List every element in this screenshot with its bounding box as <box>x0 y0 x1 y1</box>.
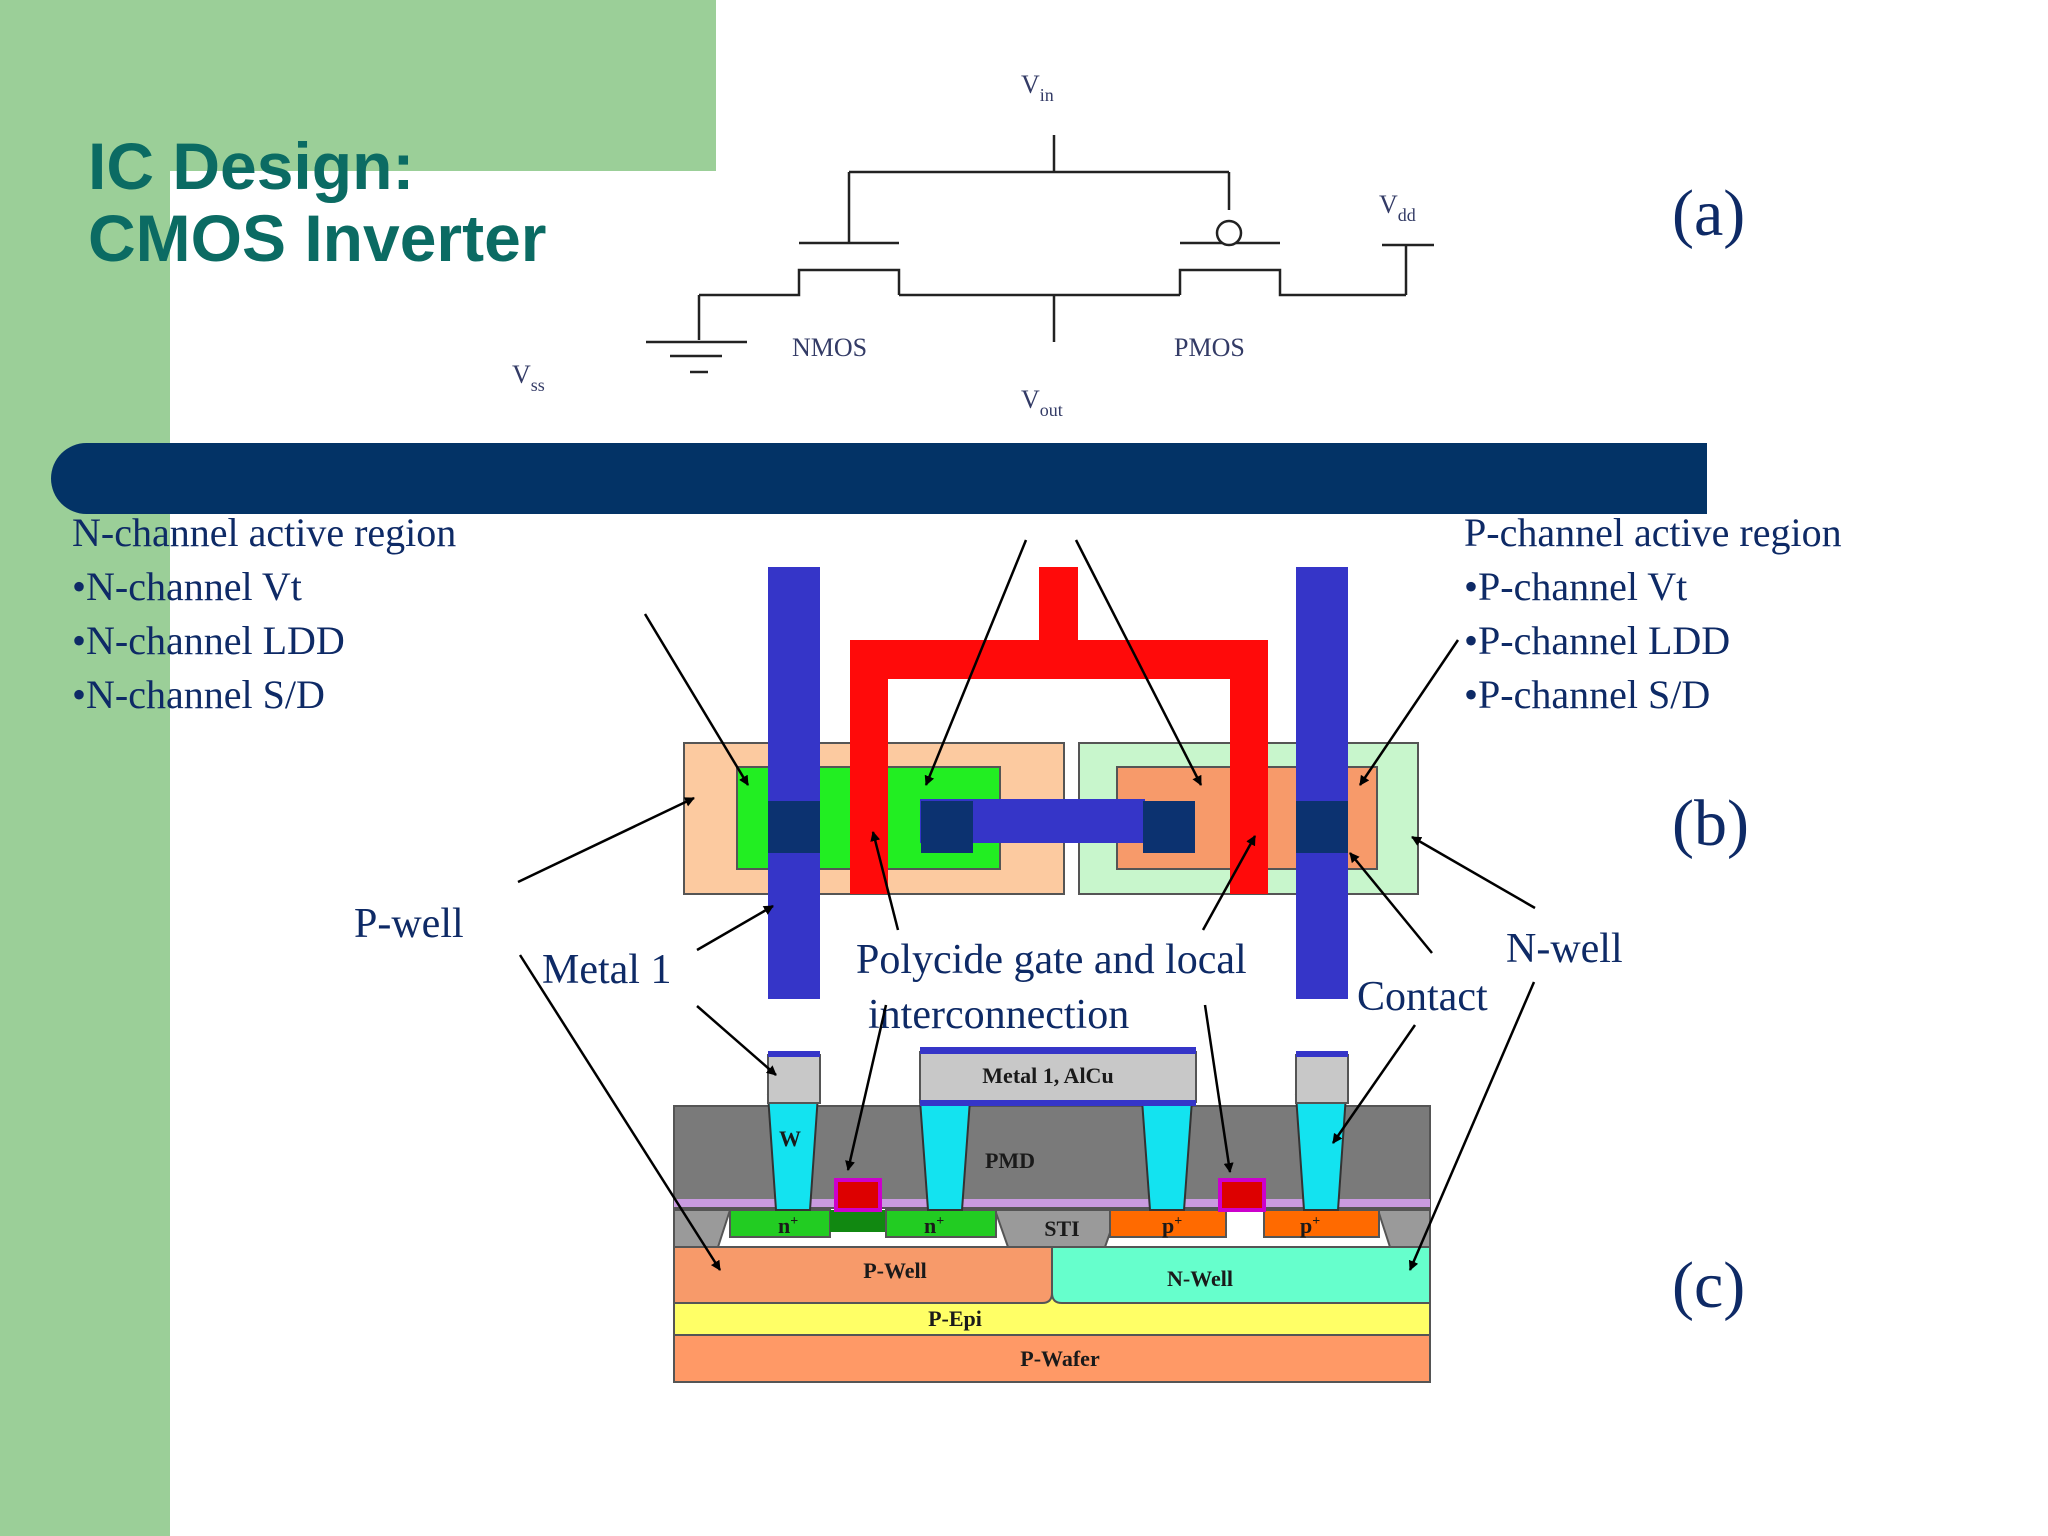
arrow-p-active <box>1358 639 1460 786</box>
p-wafer-label: P-Wafer <box>1020 1346 1100 1371</box>
arrow-poly-to-p <box>1074 539 1203 786</box>
p-plus-right-label: p+ <box>1300 1213 1320 1238</box>
vss-label: Vss <box>512 360 545 395</box>
ground-lines <box>646 340 747 374</box>
arrow-n-active <box>643 613 750 786</box>
mid-wire <box>899 293 1180 342</box>
n-well-label: N-well <box>1506 926 1623 972</box>
p-well-label: P-well <box>354 901 464 947</box>
arrow-poly-c <box>845 1004 888 1171</box>
metal1-alcu-label: Metal 1, AlCu <box>982 1063 1113 1088</box>
nmos-label: NMOS <box>792 333 867 362</box>
page-title: IC Design: CMOS Inverter <box>88 130 546 274</box>
metal1-pad-left <box>767 1054 821 1104</box>
polycide-label-line-2: interconnection <box>868 992 1129 1038</box>
tungsten-label: W <box>779 1126 801 1151</box>
vdd-wire <box>1382 243 1434 295</box>
metal1-vss-line <box>768 567 820 999</box>
arrow-poly-b2 <box>1201 835 1257 931</box>
arrow-p-well-b <box>517 796 695 884</box>
vin-wire <box>847 135 1231 243</box>
title-line-1: IC Design: <box>88 129 415 203</box>
metal1-label: Metal 1 <box>542 947 671 993</box>
title-line-2: CMOS Inverter <box>88 201 547 275</box>
polycide-gate <box>850 567 1268 894</box>
n-channel-heading: N-channel active region <box>72 510 457 555</box>
n-plus-left-label: n+ <box>778 1213 798 1238</box>
p-plus-left <box>1109 1209 1227 1238</box>
vdd-label: Vdd <box>1379 190 1416 225</box>
n-plus-left <box>729 1209 831 1238</box>
tungsten-plug-4 <box>1294 1094 1348 1211</box>
tungsten-plug-3 <box>1140 1099 1194 1211</box>
metal1-bar-center-cap <box>920 1047 1196 1054</box>
nmos-gate-xs <box>834 1178 882 1212</box>
metal1-bar-center <box>919 1051 1197 1103</box>
metal1-bar-center-base <box>920 1100 1196 1106</box>
arrow-metal1-b <box>696 904 774 952</box>
n-channel <box>830 1210 886 1232</box>
metal1-vdd-line <box>1296 567 1348 999</box>
liner-layer <box>674 1199 1430 1207</box>
arrow-poly-to-n <box>924 539 1028 786</box>
layout-view <box>683 567 1419 999</box>
metal1-pad-right-cap <box>1296 1051 1348 1057</box>
arrow-n-well-b <box>1411 835 1536 910</box>
metal1-pad-right <box>1295 1054 1349 1104</box>
vout-label: Vout <box>1021 385 1063 420</box>
p-channel-item: P-channel LDD <box>1464 614 1842 668</box>
arrow-contact-c <box>1331 1024 1417 1144</box>
arrow-metal1-c <box>696 1005 777 1076</box>
arrow-n-well-c <box>1408 981 1536 1271</box>
contact-1 <box>768 801 820 853</box>
pmd-label: PMD <box>985 1148 1035 1173</box>
p-plus-right <box>1263 1209 1380 1238</box>
arrow-contact-b <box>1349 852 1433 954</box>
n-well-xs-label: N-Well <box>1167 1266 1233 1291</box>
arrow-poly-c2 <box>1203 1004 1234 1173</box>
p-epi-label: P-Epi <box>928 1306 982 1331</box>
n-channel-item: N-channel Vt <box>72 560 456 614</box>
n-plus-right-label: n+ <box>924 1213 944 1238</box>
n-channel-item: N-channel S/D <box>72 668 456 722</box>
schematic <box>646 135 1434 374</box>
pmos-gate-xs <box>1218 1178 1266 1212</box>
p-channel-heading: P-channel active region <box>1464 510 1842 555</box>
p-well-xs-label: P-Well <box>863 1258 927 1283</box>
tungsten-plug-2 <box>918 1099 972 1211</box>
contact-label: Contact <box>1357 974 1488 1020</box>
tungsten-plug-1 <box>766 1094 820 1211</box>
p-channel-item: P-channel S/D <box>1464 668 1842 722</box>
sti-middle <box>993 1209 1120 1248</box>
sti-label: STI <box>1044 1216 1079 1241</box>
pmos-label: PMOS <box>1174 333 1245 362</box>
polycide-label-line-1: Polycide gate and local <box>856 937 1247 983</box>
cross-section: Metal 1, AlCu W PMD STI n+ n+ p+ p+ P-We… <box>673 1047 1431 1383</box>
n-well-layer <box>1051 1246 1431 1304</box>
panel-b-label: (b) <box>1672 787 1749 860</box>
sti-right <box>1376 1209 1431 1248</box>
pmos-channel <box>1178 268 1406 297</box>
panel-a-label: (a) <box>1672 177 1745 250</box>
divider-bar <box>51 443 1707 514</box>
vin-label: Vin <box>1021 70 1054 105</box>
metal1-pad-left-cap <box>768 1051 820 1057</box>
green-band-side <box>0 0 170 1536</box>
pmos-bubble <box>1215 219 1243 247</box>
arrow-poly-b <box>870 831 900 931</box>
panel-c-label: (c) <box>1672 1249 1745 1322</box>
n-channel-list: N-channel active region N-channel Vt N-c… <box>72 506 456 722</box>
p-wafer-layer <box>673 1333 1431 1383</box>
p-channel-item: P-channel Vt <box>1464 560 1842 614</box>
pointer-arrows <box>517 539 1536 1271</box>
arrow-p-well-c <box>518 954 722 1271</box>
p-channel-list: P-channel active region P-channel Vt P-c… <box>1464 506 1842 722</box>
contact-3 <box>1143 801 1195 853</box>
contact-2 <box>921 801 973 853</box>
n-channel-item: N-channel LDD <box>72 614 456 668</box>
nmos-channel <box>699 268 901 297</box>
contact-4 <box>1296 801 1348 853</box>
p-plus-left-label: p+ <box>1162 1213 1182 1238</box>
